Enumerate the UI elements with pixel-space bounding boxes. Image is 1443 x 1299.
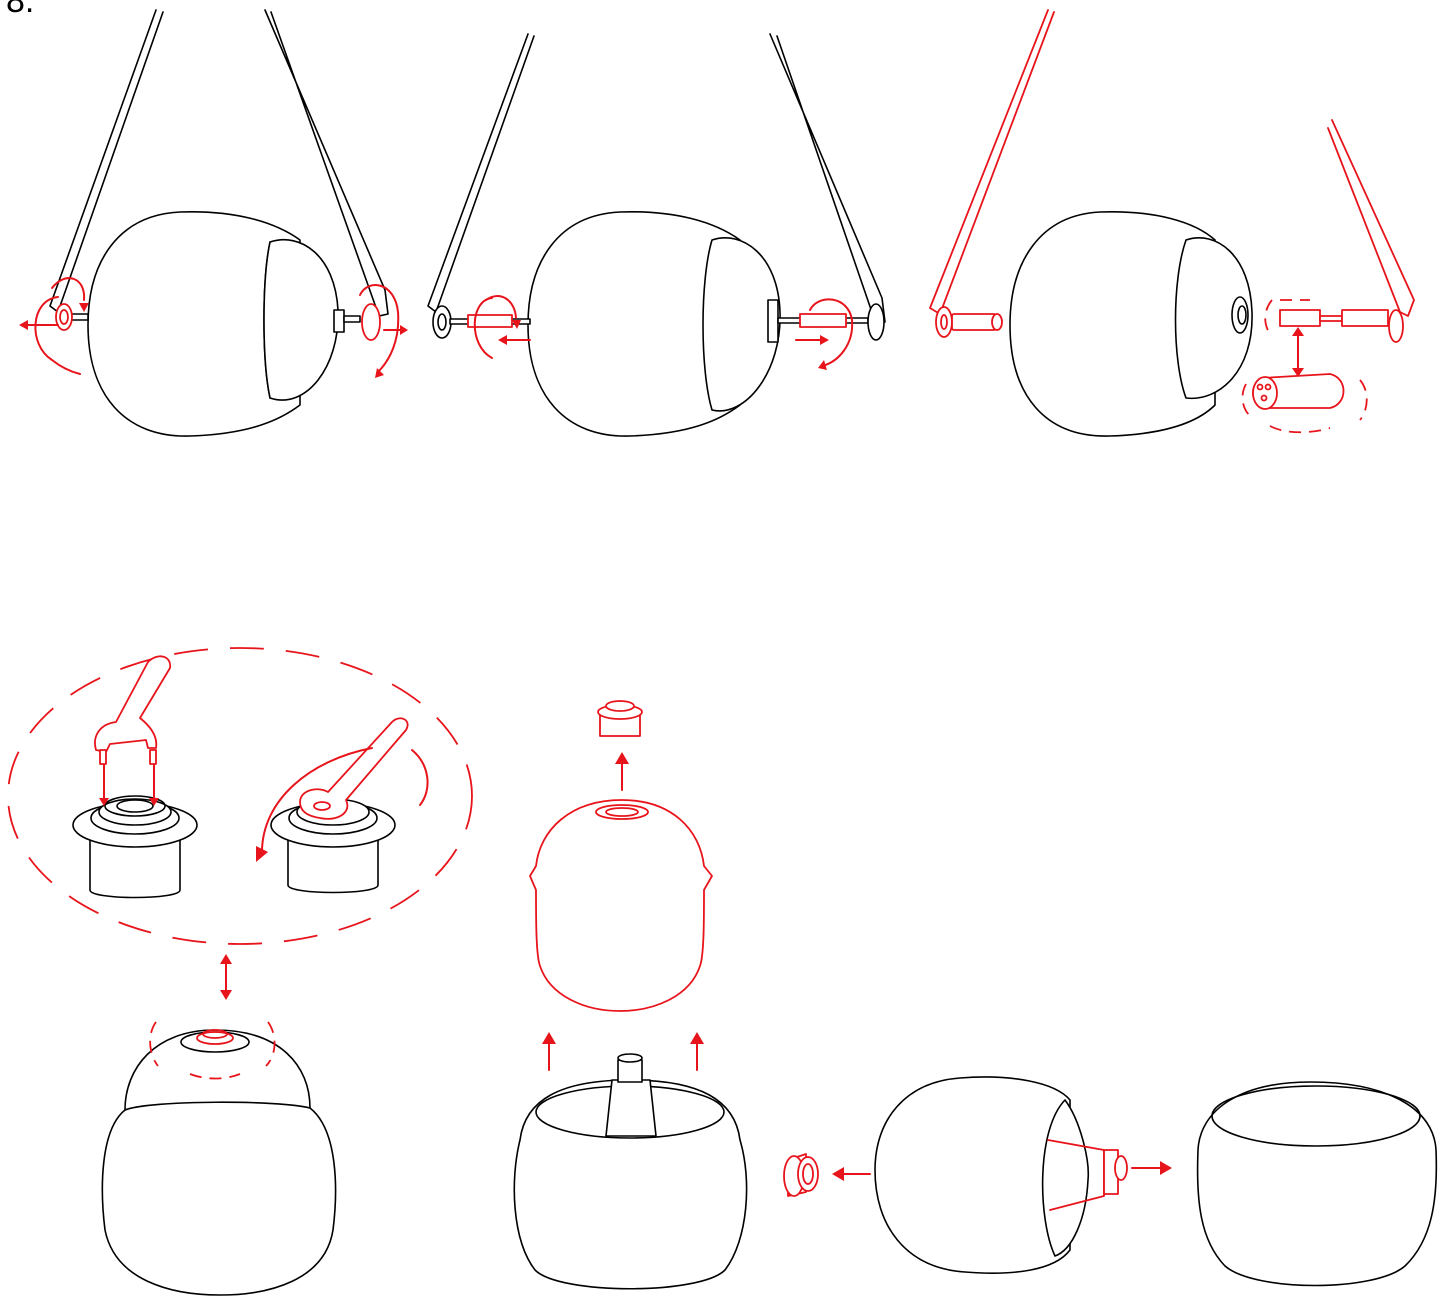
pin-right xyxy=(767,299,885,343)
lamp-shade xyxy=(1009,210,1253,437)
pin-left xyxy=(432,305,531,339)
socket-ring-part xyxy=(783,1153,819,1197)
pin-right-red xyxy=(1264,299,1404,343)
panel-6-remove-socket xyxy=(783,1076,1438,1287)
lamp-shade xyxy=(527,210,781,437)
panel-2-remove-pins xyxy=(427,33,886,437)
rotate-arrow-right-icon xyxy=(359,284,408,378)
lamp-shade-empty xyxy=(1196,1081,1438,1287)
nut-fitting-left xyxy=(72,764,198,899)
axle-left xyxy=(55,303,89,331)
diffuser-red xyxy=(529,799,713,1012)
panel-4-lamp-upright xyxy=(101,1021,337,1296)
hanger-wire-red xyxy=(929,9,1415,317)
detail-callout-ellipse xyxy=(7,647,473,945)
hanger-wire xyxy=(49,9,389,317)
arrow-up-left-icon xyxy=(542,1032,556,1071)
rotate-arrow-curved-icon xyxy=(256,747,429,862)
pin-left-red xyxy=(935,306,1003,338)
panel-4-wrench-detail xyxy=(7,647,473,945)
double-arrow-vertical-icon xyxy=(1292,327,1304,377)
panel-3-disconnect-plug xyxy=(929,9,1415,437)
wrench-tool xyxy=(94,655,171,765)
top-cap-part xyxy=(597,700,643,737)
lamp-shade-side xyxy=(874,1076,1128,1274)
arrow-up-cap-icon xyxy=(615,752,629,791)
arrow-up-right-icon xyxy=(690,1032,704,1071)
axle-right xyxy=(333,303,381,341)
panel-1-unscrew-caps xyxy=(19,9,408,437)
connector-plug xyxy=(1241,373,1368,434)
rotate-arrow-right-icon xyxy=(795,298,854,370)
arrow-right-icon xyxy=(1131,1161,1172,1175)
arrow-left-icon xyxy=(832,1167,871,1181)
panel-5-lift-diffuser xyxy=(513,700,748,1290)
lamp-base-open xyxy=(513,1053,748,1290)
lamp-shade xyxy=(87,210,339,437)
hanger-wire xyxy=(427,33,886,325)
rotate-arrow-left-icon xyxy=(19,277,89,375)
nut-fitting-right xyxy=(270,717,409,894)
rotate-arrow-left-icon xyxy=(473,295,531,359)
step-number: 8. xyxy=(6,0,35,20)
double-arrow-callout-icon xyxy=(220,954,232,1000)
